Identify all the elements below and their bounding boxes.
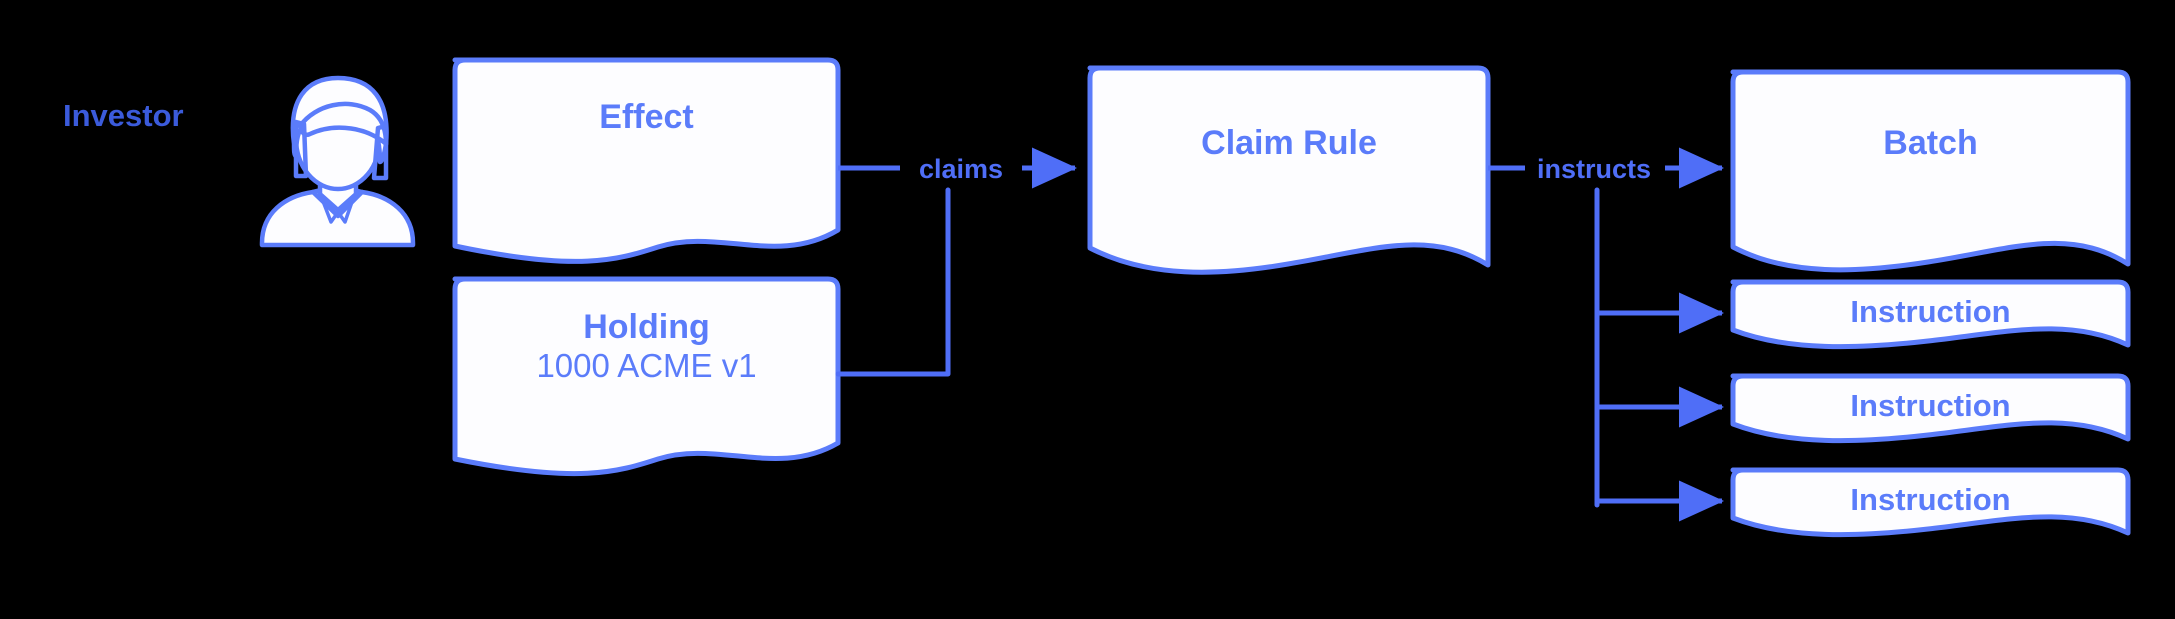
actor-label-investor: Investor	[63, 98, 184, 133]
node-effect[interactable]	[452, 57, 841, 264]
node-holding[interactable]	[452, 276, 841, 477]
node-claim-rule[interactable]	[1087, 65, 1491, 275]
edge-holding-to-claims	[835, 187, 951, 377]
edge-instructs-branch-trunk	[1594, 187, 1724, 522]
node-instruction-1[interactable]	[1730, 279, 2131, 350]
node-batch[interactable]	[1730, 69, 2131, 273]
investor-person-icon	[259, 75, 416, 248]
node-instruction-3[interactable]	[1730, 467, 2131, 538]
node-instruction-2[interactable]	[1730, 373, 2131, 444]
